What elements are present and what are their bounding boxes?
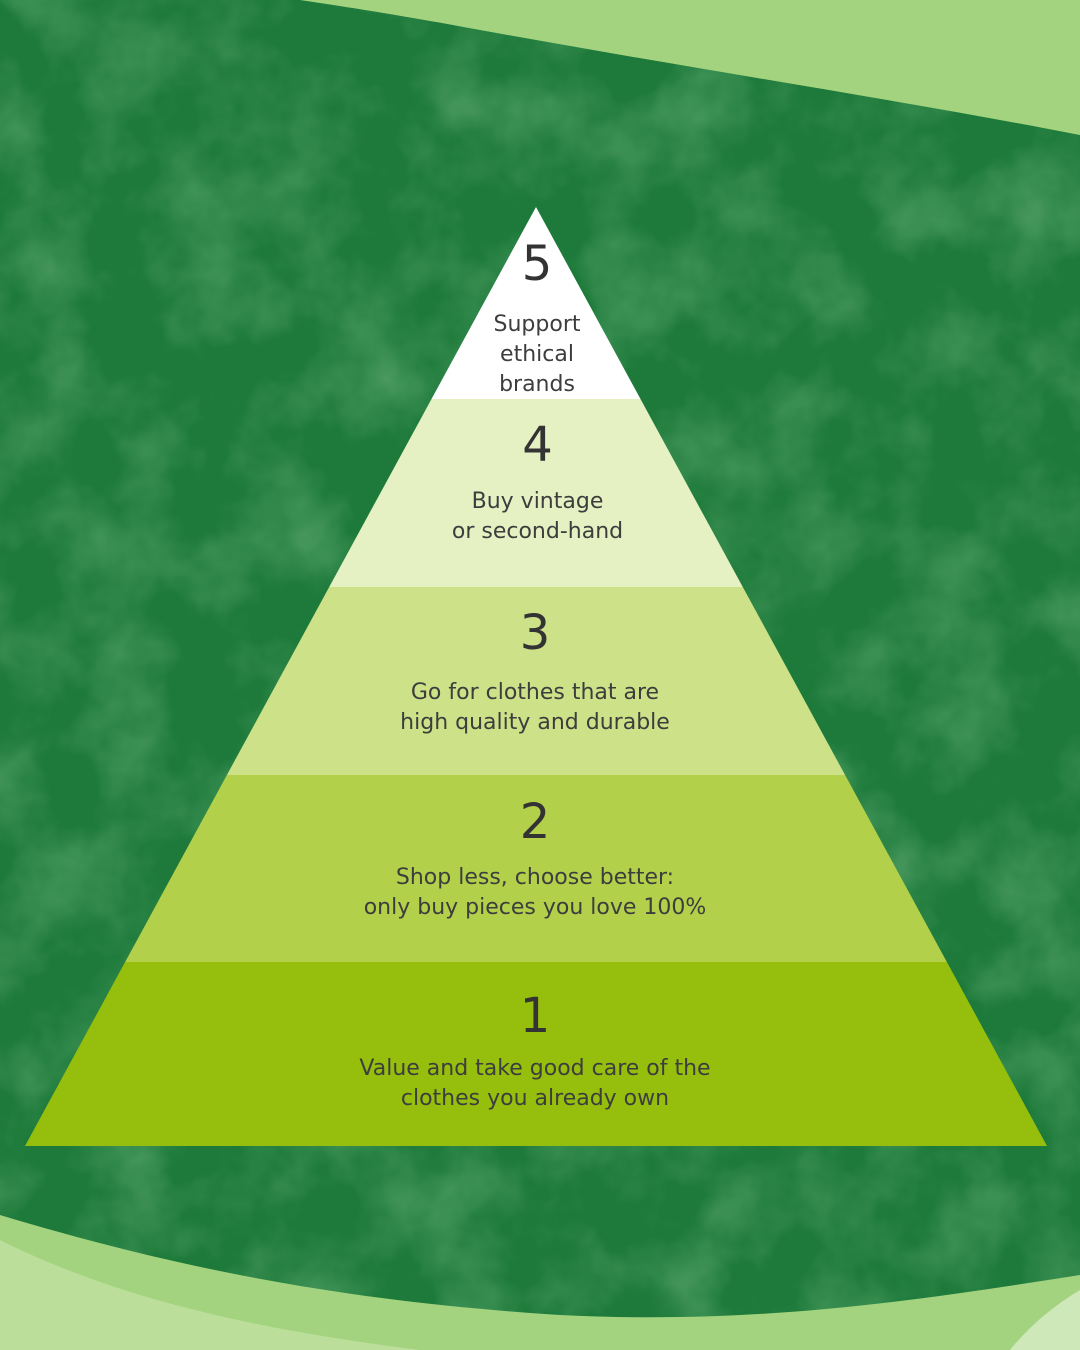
pyramid-tier-5 (431, 207, 641, 399)
tier-5-text: 5 Support ethical brands (462, 240, 612, 400)
tier-5-number: 5 (521, 236, 553, 292)
pyramid-tier-1 (25, 962, 1047, 1146)
tier-4-number: 4 (522, 417, 553, 473)
tier-1-text: 1 Value and take good care of the clothe… (290, 992, 780, 1114)
tier-2-label: Shop less, choose better: only buy piece… (363, 865, 707, 920)
top-light-wave (300, 0, 1080, 135)
tier-2-text: 2 Shop less, choose better: only buy pie… (310, 798, 760, 923)
tier-4-label: Buy vintage or second-hand (451, 489, 624, 544)
bottom-pale-highlight (0, 1240, 420, 1350)
tier-3-label: Go for clothes that are high quality and… (400, 680, 670, 735)
tier-2-number: 2 (519, 794, 551, 850)
tier-1-label: Value and take good care of the clothes … (359, 1056, 711, 1111)
bottom-light-wave (0, 1215, 1080, 1350)
tier-1-number: 1 (519, 988, 551, 1044)
pyramid-tier-4 (329, 399, 743, 587)
pyramid-tier-3 (226, 587, 846, 775)
tier-3-text: 3 Go for clothes that are high quality a… (335, 609, 735, 738)
tier-4-text: 4 Buy vintage or second-hand (400, 421, 675, 547)
pyramid-tier-2 (125, 775, 947, 962)
tier-5-label: Support ethical brands (493, 312, 581, 397)
tier-3-number: 3 (519, 605, 551, 661)
bottom-right-highlight (1010, 1290, 1080, 1350)
